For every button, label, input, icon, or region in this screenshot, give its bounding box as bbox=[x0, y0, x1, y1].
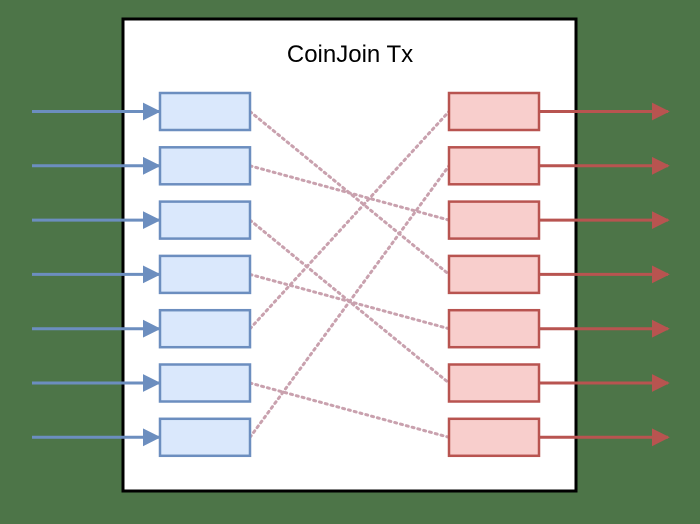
inputs-layer bbox=[158, 91, 252, 458]
output-box-3 bbox=[447, 200, 541, 240]
input-box-5 bbox=[158, 308, 252, 349]
link-line-6 bbox=[248, 381, 451, 439]
link-line-2 bbox=[248, 164, 451, 222]
diagram-title: CoinJoin Tx bbox=[287, 41, 413, 68]
input-arrows bbox=[32, 102, 161, 447]
input-box-3 bbox=[158, 200, 252, 240]
output-box-7 bbox=[447, 417, 541, 458]
input-box-6 bbox=[158, 363, 252, 403]
output-box-4 bbox=[447, 254, 541, 295]
link-line-5 bbox=[248, 110, 451, 331]
link-line-7 bbox=[248, 164, 451, 439]
output-arrows bbox=[539, 102, 670, 447]
links-layer bbox=[248, 110, 451, 439]
output-box-2 bbox=[447, 146, 541, 186]
input-box-2 bbox=[158, 146, 252, 186]
input-box-7 bbox=[158, 417, 252, 458]
output-box-5 bbox=[447, 308, 541, 349]
output-box-6 bbox=[447, 363, 541, 403]
input-box-4 bbox=[158, 254, 252, 295]
output-box-1 bbox=[447, 91, 541, 132]
outputs-layer bbox=[447, 91, 541, 458]
input-box-1 bbox=[158, 91, 252, 132]
